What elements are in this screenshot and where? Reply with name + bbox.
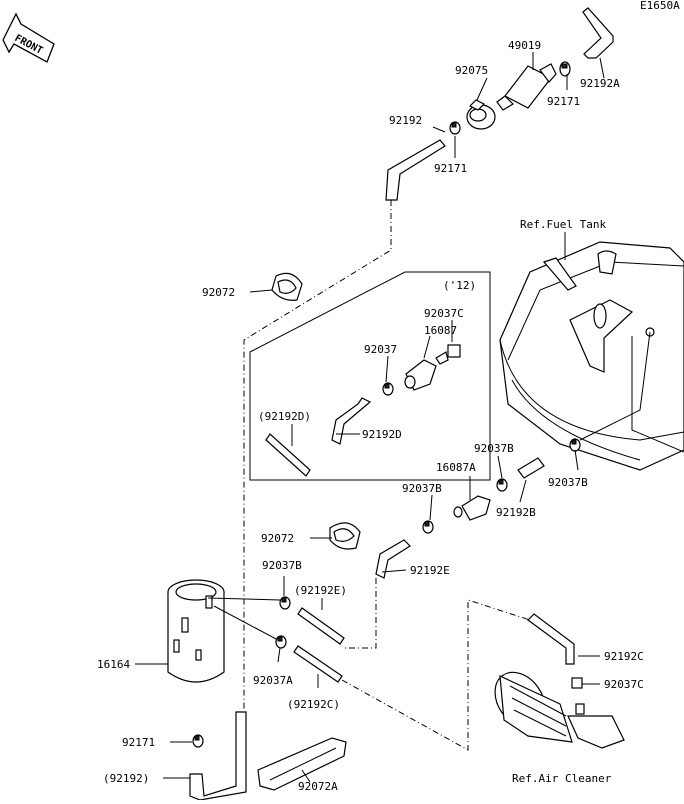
canister-hose-line: [207, 597, 281, 601]
hose-92192E-lower: [297, 607, 345, 645]
valve-16087: [404, 351, 449, 391]
label-92037B-upper: 92037B: [474, 442, 514, 455]
label-92192B: 92192B: [496, 506, 536, 519]
clamp-92171-low: [192, 734, 204, 748]
clamp-92037B-low: [279, 596, 291, 610]
label-92037C-low: 92037C: [604, 678, 644, 691]
label-92037: 92037: [364, 343, 397, 356]
variant-label: ('12): [443, 279, 476, 292]
label-16087A: 16087A: [436, 461, 476, 474]
air-cleaner: [494, 671, 625, 749]
label-92037B-low: 92037B: [262, 559, 302, 572]
label-92192: 92192: [389, 114, 422, 127]
hose-92192C: [527, 613, 575, 665]
label-92171-top: 92171: [547, 95, 580, 108]
label-92192-paren: (92192): [103, 772, 149, 785]
hose-route-line-3: [341, 599, 531, 751]
fuel-filter-49019: [496, 63, 557, 111]
label-16164: 16164: [97, 658, 130, 671]
clamp-92171-mid: [449, 121, 461, 135]
valve-16087A: [453, 495, 491, 521]
label-92037B-right: 92037B: [548, 476, 588, 489]
clamp-92037A: [275, 635, 287, 649]
diagram-id: E1650A: [640, 0, 680, 12]
hose-92192D-inner: [265, 433, 311, 477]
label-92037A: 92037A: [253, 674, 293, 687]
clamp-92171-top: [559, 61, 571, 77]
clamp-92072-mid: [329, 522, 361, 550]
hose-92192C-lower: [293, 645, 343, 683]
front-arrow-icon: FRONT: [2, 12, 55, 63]
label-92192E-paren: (92192E): [294, 584, 347, 597]
label-92192D-paren: (92192D): [258, 410, 311, 423]
hose-route-line: [243, 200, 392, 720]
label-92072-mid: 92072: [261, 532, 294, 545]
front-label: FRONT: [13, 33, 45, 57]
label-ref-air-cleaner: Ref.Air Cleaner: [512, 772, 612, 785]
label-92192E: 92192E: [410, 564, 450, 577]
clamp-92037C: [447, 344, 461, 358]
label-92192A: 92192A: [580, 77, 620, 90]
label-16087: 16087: [424, 324, 457, 337]
clamp-92037B-left: [422, 520, 434, 534]
label-ref-fuel-tank: Ref.Fuel Tank: [520, 218, 606, 231]
clamp-92037: [382, 382, 394, 396]
hose-92192A: [582, 7, 614, 59]
clamp-92037B-right: [569, 438, 581, 452]
label-92072A: 92072A: [298, 780, 338, 793]
hose-92192-top: [385, 139, 446, 201]
hose-route-line-2: [342, 578, 377, 649]
label-92192C-paren: (92192C): [287, 698, 340, 711]
clamp-92037C-low: [571, 677, 583, 689]
label-92171-mid: 92171: [434, 162, 467, 175]
label-92192D: 92192D: [362, 428, 402, 441]
clamp-92072-top: [271, 272, 303, 301]
bracket-92075: [466, 99, 496, 130]
fuel-tank: [499, 241, 684, 471]
label-92037C: 92037C: [424, 307, 464, 320]
label-92072-top: 92072: [202, 286, 235, 299]
hose-92192E: [375, 539, 411, 579]
clamp-92037B-upper: [496, 478, 508, 492]
label-92192C: 92192C: [604, 650, 644, 663]
canister-16164: [167, 579, 225, 683]
leader-lines: [135, 52, 605, 783]
label-49019: 49019: [508, 39, 541, 52]
label-92075: 92075: [455, 64, 488, 77]
canister-hose-line-2: [213, 605, 279, 641]
hose-92192B: [517, 457, 545, 479]
hose-92192-lower: [189, 711, 247, 801]
bracket-92072A: [257, 737, 347, 791]
label-92037B-left: 92037B: [402, 482, 442, 495]
variant-box: [249, 271, 491, 481]
label-92171-low: 92171: [122, 736, 155, 749]
